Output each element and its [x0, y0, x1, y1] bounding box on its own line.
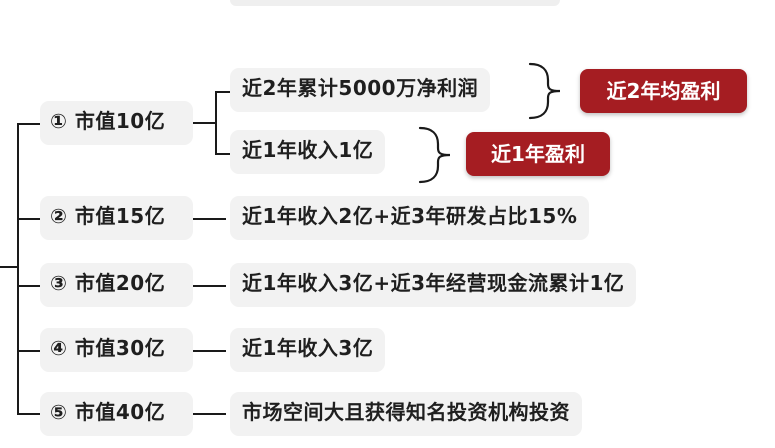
tier-5-label: ⑤ 市值40亿 — [40, 392, 193, 436]
main-bracket-tick-4 — [17, 350, 41, 352]
root-connector — [0, 266, 18, 268]
tier-3-connector — [193, 285, 226, 287]
tier-1-tag-2: 近1年盈利 — [466, 132, 610, 176]
tier-1-condition-2-bracket — [418, 126, 451, 184]
tier-2-label: ② 市值15亿 — [40, 196, 193, 240]
tier-3-label: ③ 市值20亿 — [40, 263, 193, 307]
tier-2-condition: 近1年收入2亿+近3年研发占比15% — [230, 196, 590, 240]
tier-1-branch-tick-2 — [215, 153, 231, 155]
tier-1-branch-tick-1 — [215, 91, 231, 93]
tier-1-condition-1-bracket — [528, 62, 561, 120]
tier-5-condition: 市场空间大且获得知名投资机构投资 — [230, 392, 582, 436]
main-bracket-tick-1 — [17, 123, 41, 125]
main-bracket-tick-2 — [17, 218, 41, 220]
tier-4-label: ④ 市值30亿 — [40, 328, 193, 372]
tier-5-connector — [193, 413, 226, 415]
tier-1-branch-spine — [215, 91, 217, 155]
main-bracket-spine — [17, 123, 19, 414]
tier-1-branch-connector — [193, 122, 216, 124]
main-bracket-tick-3 — [17, 285, 41, 287]
tier-1-condition-2: 近1年收入1亿 — [230, 130, 386, 174]
top-edge-box — [230, 0, 560, 6]
main-bracket-tick-5 — [17, 413, 41, 415]
tier-4-condition: 近1年收入3亿 — [230, 328, 386, 372]
tier-3-condition: 近1年收入3亿+近3年经营现金流累计1亿 — [230, 263, 637, 307]
tier-1-label: ① 市值10亿 — [40, 101, 193, 145]
tier-4-connector — [193, 350, 226, 352]
tier-2-connector — [193, 218, 226, 220]
tier-1-condition-1: 近2年累计5000万净利润 — [230, 68, 491, 112]
tier-1-tag-1: 近2年均盈利 — [580, 69, 747, 113]
